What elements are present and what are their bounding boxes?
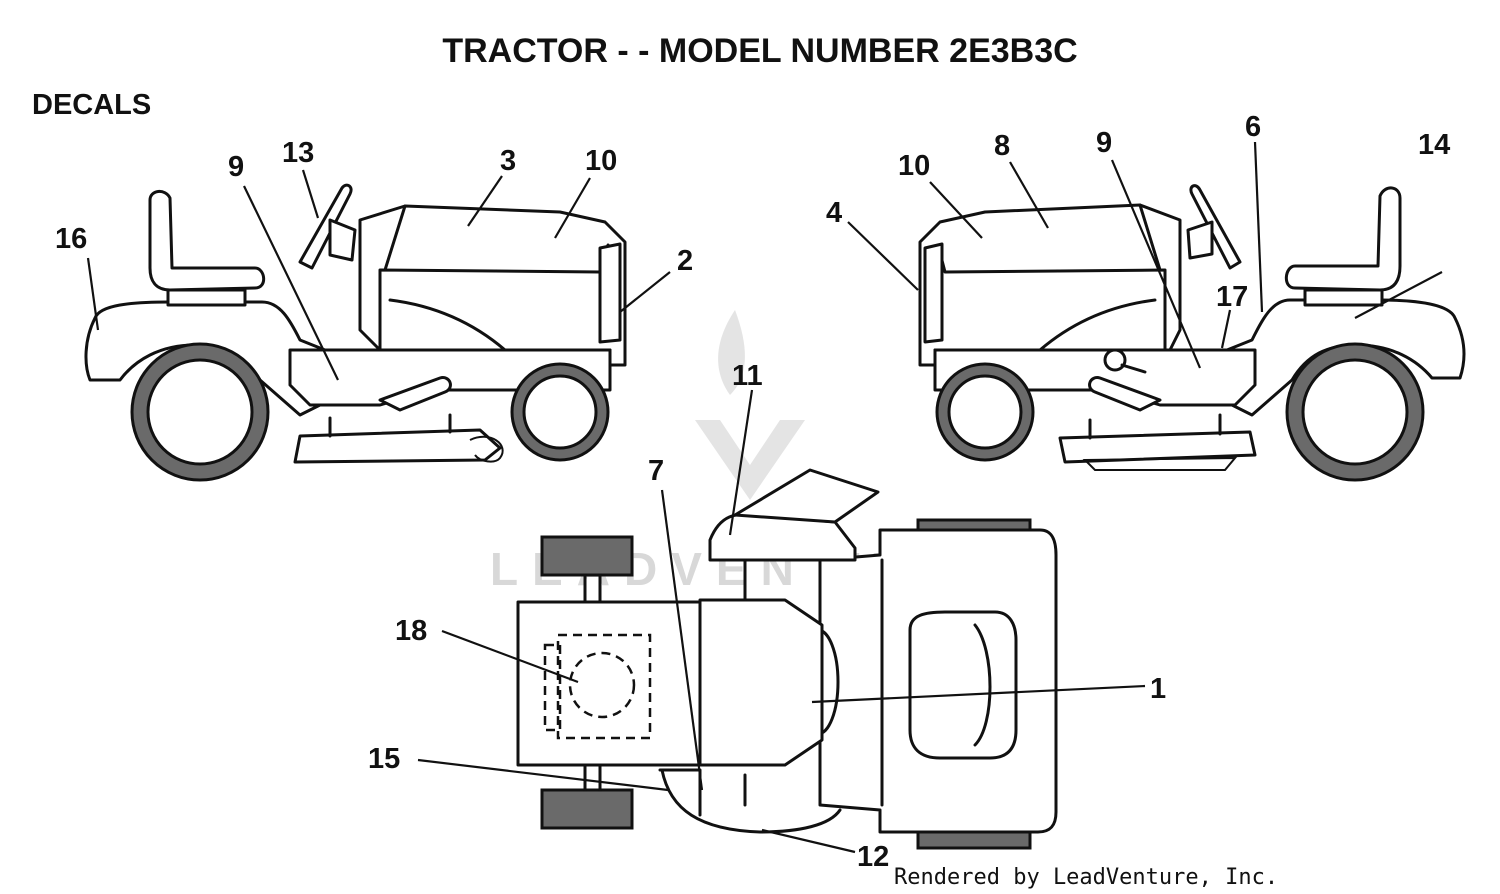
callout-13: 13 bbox=[282, 137, 314, 169]
page-title: TRACTOR - - MODEL NUMBER 2E3B3C bbox=[442, 32, 1077, 70]
callout-numbers: 16 9 13 3 10 2 4 10 8 9 6 17 14 11 7 18 … bbox=[55, 111, 1450, 873]
callout-1: 1 bbox=[1150, 673, 1166, 705]
tractor-left-view bbox=[84, 183, 627, 482]
credit-text: Rendered by LeadVenture, Inc. bbox=[894, 865, 1278, 890]
callout-9-left: 9 bbox=[228, 151, 244, 183]
front-tire-top-right bbox=[540, 788, 634, 830]
callout-7: 7 bbox=[648, 455, 664, 487]
callout-16: 16 bbox=[55, 223, 87, 255]
callout-9-right: 9 bbox=[1096, 127, 1112, 159]
callout-10-right: 10 bbox=[898, 150, 930, 182]
callout-2: 2 bbox=[677, 245, 693, 277]
callout-10-left: 10 bbox=[585, 145, 617, 177]
callout-3: 3 bbox=[500, 145, 516, 177]
callout-6: 6 bbox=[1245, 111, 1261, 143]
callout-11: 11 bbox=[732, 360, 763, 392]
callout-17: 17 bbox=[1216, 281, 1248, 313]
callout-12: 12 bbox=[857, 841, 889, 873]
section-label: DECALS bbox=[32, 89, 151, 121]
callout-8: 8 bbox=[994, 130, 1010, 162]
tractor-top-view bbox=[516, 468, 1058, 850]
leader-lines bbox=[86, 141, 1443, 854]
callout-14: 14 bbox=[1418, 129, 1450, 161]
front-tire-top-left bbox=[540, 535, 634, 577]
tractor-right-view bbox=[918, 184, 1466, 482]
callout-18: 18 bbox=[395, 615, 427, 647]
callout-4: 4 bbox=[826, 197, 842, 229]
callout-15: 15 bbox=[368, 743, 400, 775]
